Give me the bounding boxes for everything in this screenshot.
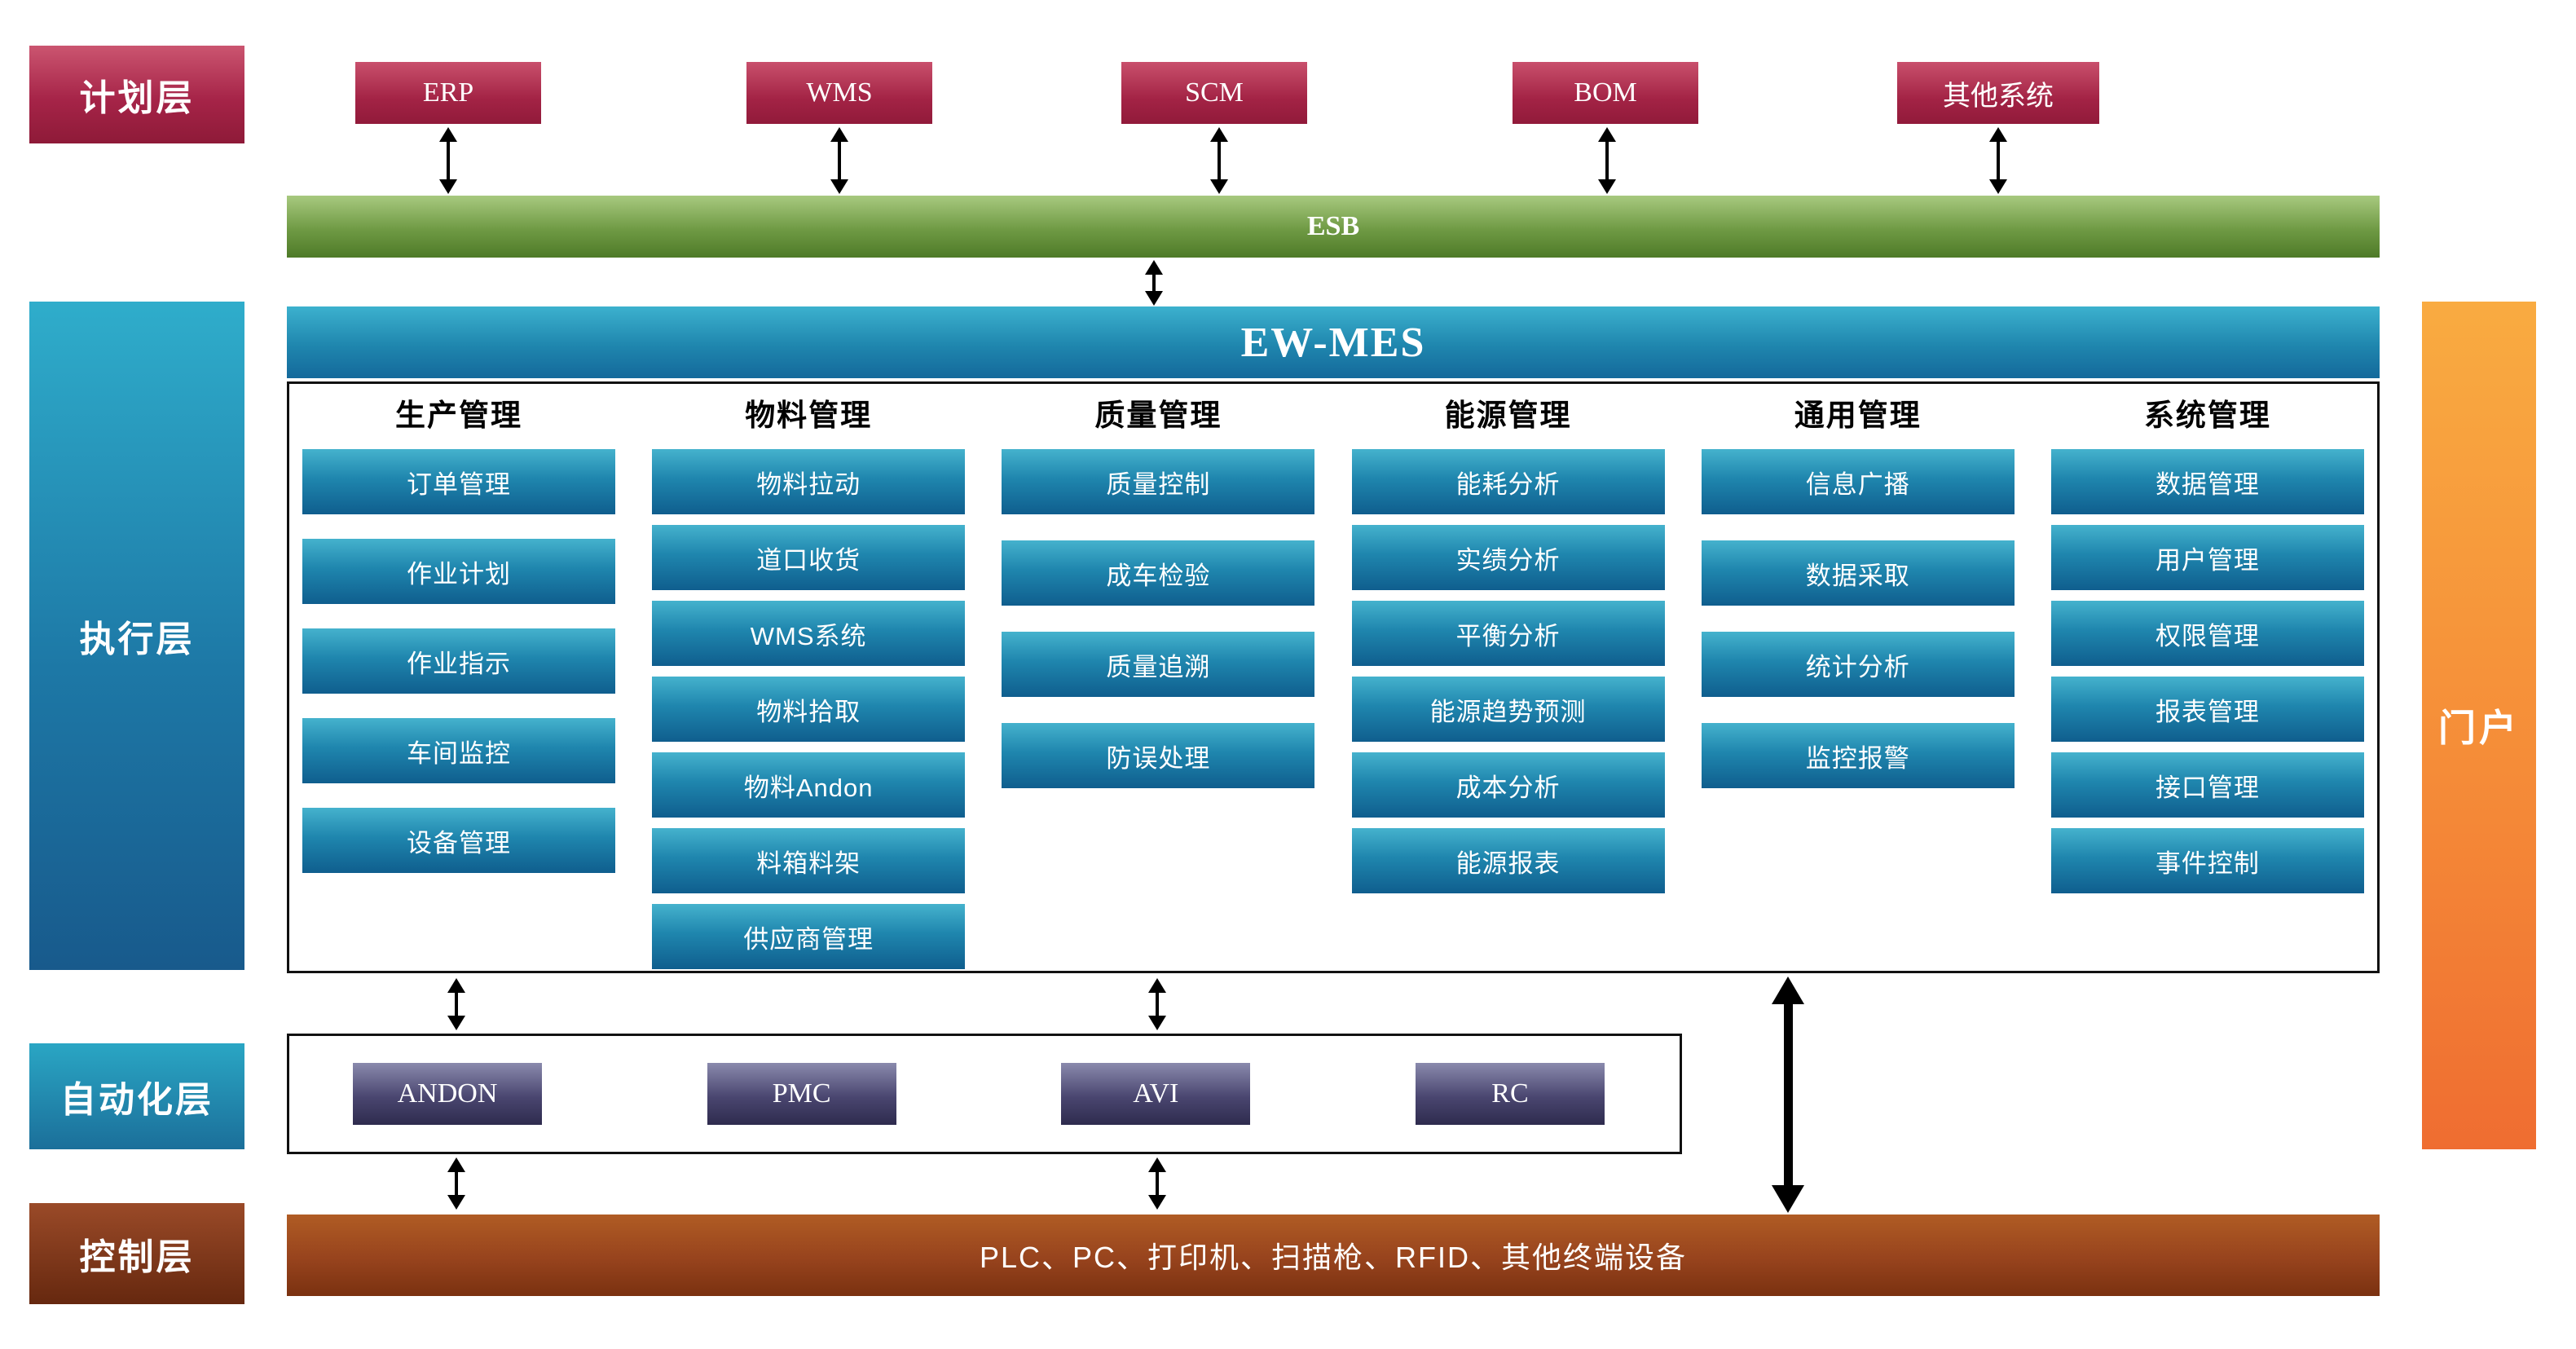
automation-system-box: ANDON: [353, 1063, 542, 1125]
module-box: 数据管理: [2050, 449, 2364, 514]
automation-system-box: PMC: [707, 1063, 896, 1125]
automation-system-box: AVI: [1061, 1063, 1251, 1125]
module-box: 物料Andon: [652, 752, 966, 818]
column-header-general: 通用管理: [1794, 399, 1922, 432]
arrow-automation-control-left: [445, 1157, 468, 1210]
column-items-material: 物料拉动道口收货 WMS系统物料拾取物料Andon 料箱料架供应商管理: [652, 449, 966, 969]
module-box: 成本分析: [1351, 752, 1665, 818]
module-box: 作业计划: [302, 539, 615, 604]
module-box: 平衡分析: [1351, 601, 1665, 666]
module-box: 接口管理: [2050, 752, 2364, 818]
arrow-bom-esb: [1596, 127, 1618, 194]
column-items-energy: 能耗分析实绩分析平衡分析能源趋势预测成本分析能源报表: [1351, 449, 1665, 893]
module-box: 质量追溯: [1002, 632, 1315, 697]
module-box: 实绩分析: [1351, 525, 1665, 590]
arrow-scm-esb: [1208, 127, 1231, 194]
column-header-energy: 能源管理: [1444, 399, 1572, 432]
module-box: 信息广播: [1701, 449, 2015, 514]
layer-label-planning: 计划层: [29, 46, 244, 143]
arrow-other-esb: [1987, 127, 2010, 194]
column-items-system: 数据管理用户管理权限管理报表管理接口管理事件控制: [2050, 449, 2364, 893]
module-box: 设备管理: [302, 808, 615, 873]
arrow-automation-control-mid: [1146, 1157, 1169, 1210]
module-box: 供应商管理: [652, 904, 966, 969]
module-box: 物料拾取: [652, 677, 966, 742]
column-header-system: 系统管理: [2143, 399, 2271, 432]
module-box: 能源趋势预测: [1351, 677, 1665, 742]
module-box: 作业指示: [302, 628, 615, 694]
module-box: 权限管理: [2050, 601, 2364, 666]
module-box: 成车检验: [1002, 540, 1315, 606]
mes-column-system: 系统管理 数据管理用户管理权限管理报表管理接口管理事件控制: [2050, 395, 2364, 971]
module-box: 料箱料架: [652, 828, 966, 893]
arrow-mes-control-thick: [1768, 976, 1808, 1213]
module-box: 统计分析: [1701, 632, 2015, 697]
column-items-quality: 质量控制成车检验质量追溯防误处理: [1002, 449, 1315, 788]
module-box: 物料拉动: [652, 449, 966, 514]
layer-label-automation: 自动化层: [29, 1043, 244, 1149]
planning-system-box: WMS: [746, 62, 932, 124]
layer-label-control: 控制层: [29, 1203, 244, 1304]
module-box: 订单管理: [302, 449, 615, 514]
mes-column-energy: 能源管理 能耗分析实绩分析平衡分析能源趋势预测成本分析能源报表: [1351, 395, 1665, 971]
planning-system-box: BOM: [1513, 62, 1698, 124]
module-box: 事件控制: [2050, 828, 2364, 893]
automation-system-box: RC: [1415, 1063, 1605, 1125]
arrow-mes-automation-mid: [1146, 978, 1169, 1030]
planning-systems-row: ERP WMS SCM BOM 其他系统: [287, 62, 2380, 124]
automation-systems-box: ANDON PMC AVI RC: [287, 1034, 1682, 1154]
mes-column-quality: 质量管理 质量控制成车检验质量追溯防误处理: [1002, 395, 1315, 971]
column-header-quality: 质量管理: [1094, 399, 1222, 432]
column-items-general: 信息广播数据采取统计分析监控报警: [1701, 449, 2015, 788]
arrow-mes-automation-left: [445, 978, 468, 1030]
module-box: 质量控制: [1002, 449, 1315, 514]
arrow-esb-mes: [1143, 260, 1165, 306]
module-box: 能源报表: [1351, 828, 1665, 893]
column-items-production: 订单管理作业计划作业指示车间监控设备管理: [302, 449, 615, 873]
layer-label-execution: 执行层: [29, 302, 244, 970]
control-devices-bar: PLC、PC、打印机、扫描枪、RFID、其他终端设备: [287, 1215, 2380, 1296]
planning-system-box: SCM: [1121, 62, 1307, 124]
column-header-production: 生产管理: [395, 399, 522, 432]
mes-modules-box: 生产管理 订单管理作业计划作业指示车间监控设备管理 物料管理 物料拉动道口收货 W…: [287, 381, 2380, 973]
esb-bar: ESB: [287, 196, 2380, 258]
portal-bar: 门户: [2422, 302, 2536, 1149]
module-box: 数据采取: [1701, 540, 2015, 606]
mes-column-material: 物料管理 物料拉动道口收货 WMS系统物料拾取物料Andon 料箱料架供应商管理: [652, 395, 966, 971]
mes-column-production: 生产管理 订单管理作业计划作业指示车间监控设备管理: [302, 395, 615, 971]
ewmes-title-bar: EW-MES: [287, 306, 2380, 378]
module-box: 用户管理: [2050, 525, 2364, 590]
mes-column-general: 通用管理 信息广播数据采取统计分析监控报警: [1701, 395, 2015, 971]
arrow-wms-esb: [828, 127, 851, 194]
module-box: WMS系统: [652, 601, 966, 666]
module-box: 防误处理: [1002, 723, 1315, 788]
module-box: 监控报警: [1701, 723, 2015, 788]
arrow-erp-esb: [437, 127, 460, 194]
module-box: 道口收货: [652, 525, 966, 590]
module-box: 车间监控: [302, 718, 615, 783]
planning-system-box: ERP: [355, 62, 541, 124]
column-header-material: 物料管理: [745, 399, 873, 432]
module-box: 报表管理: [2050, 677, 2364, 742]
module-box: 能耗分析: [1351, 449, 1665, 514]
planning-system-box: 其他系统: [1897, 62, 2099, 124]
